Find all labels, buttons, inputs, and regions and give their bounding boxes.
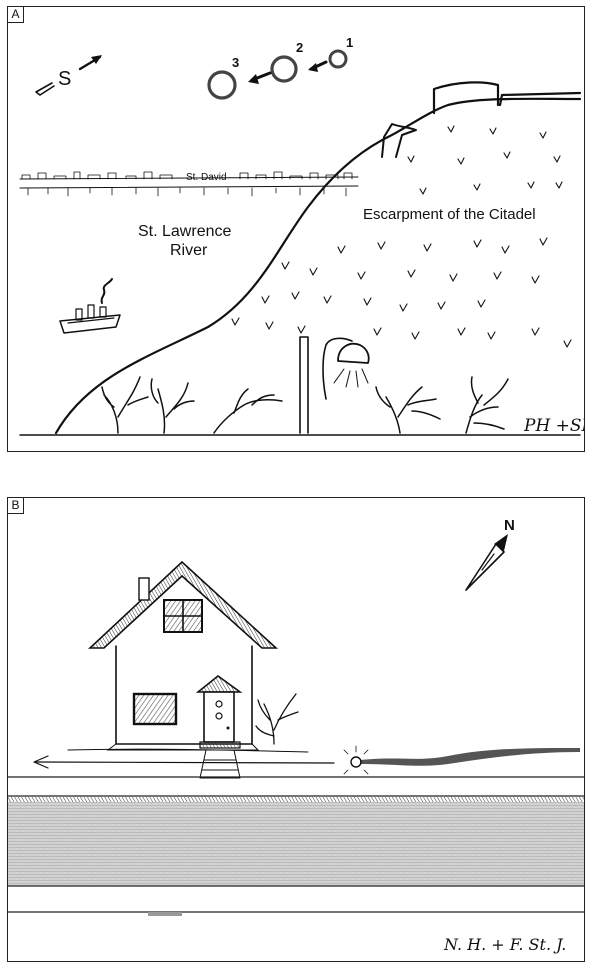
south-compass-icon — [35, 55, 102, 96]
panel-b-tag: B — [8, 498, 24, 514]
st-david-label: St. David — [186, 172, 227, 183]
river-label-line1: St. Lawrence — [138, 223, 231, 240]
svg-text:N. H. + F. St. J.: N. H. + F. St. J. — [443, 935, 566, 954]
house-ground — [67, 748, 309, 753]
object-sequence — [207, 49, 348, 100]
sequence-label-1: 1 — [346, 35, 353, 50]
house — [87, 560, 279, 779]
arrow-icon — [308, 60, 328, 72]
panel-b-drawing: N — [8, 517, 584, 954]
panel-a-drawing: S 1 2 3 St. David St. Lawrence River — [19, 35, 585, 436]
citadel-escarpment — [54, 81, 582, 435]
signature-a: PH +SD — [523, 416, 585, 436]
door-canopy — [195, 674, 243, 693]
street-lamp — [299, 336, 370, 434]
road — [8, 776, 584, 916]
steamship-icon — [59, 278, 121, 334]
lower-window — [132, 692, 178, 726]
sequence-label-2: 2 — [296, 40, 303, 55]
north-compass-icon — [465, 534, 508, 591]
trajectory-arrow — [33, 745, 580, 775]
arrow-icon — [248, 71, 272, 84]
compass-north-label: N — [504, 517, 515, 534]
st-david-shoreline — [19, 171, 359, 197]
compass-south-label: S — [58, 68, 71, 90]
front-door — [203, 691, 235, 743]
panel-b: B N — [7, 497, 585, 962]
chimney — [138, 577, 150, 601]
panel-a: A S 1 2 3 St. — [7, 6, 585, 452]
river-label-line2: River — [170, 242, 208, 259]
svg-text:PH +SD: PH +SD — [523, 416, 585, 436]
escarpment-label: Escarpment of the Citadel — [363, 206, 536, 223]
sequence-label-3: 3 — [232, 55, 239, 70]
bare-bushes — [101, 376, 509, 434]
signature-b: N. H. + F. St. J. — [443, 935, 566, 954]
panel-a-tag: A — [8, 7, 24, 23]
shrub — [255, 693, 299, 745]
grass-tufts — [231, 125, 572, 348]
